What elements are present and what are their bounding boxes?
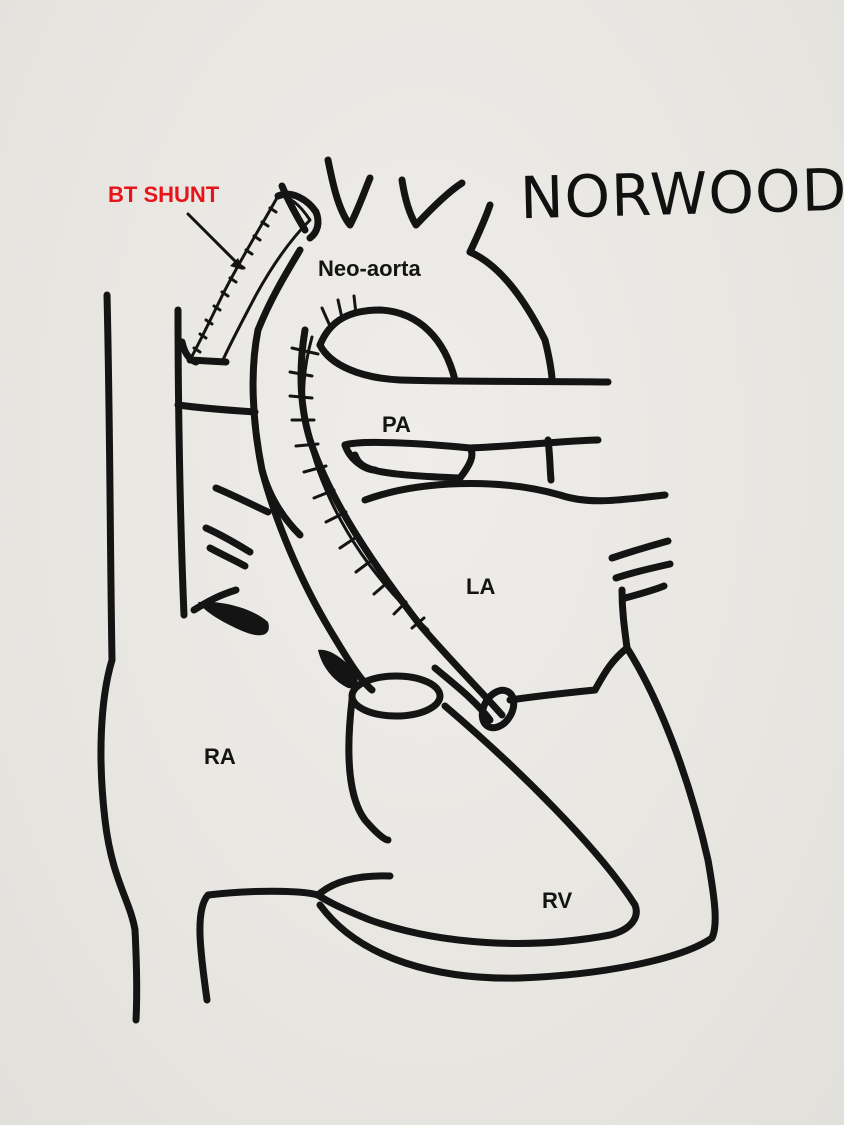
pa-lower-left — [345, 445, 375, 470]
septum-line — [349, 700, 388, 840]
tv-leaflet — [318, 876, 390, 895]
head-vessel-3 — [402, 180, 462, 225]
coronary-line-1 — [216, 488, 268, 512]
label-la: LA — [466, 574, 495, 600]
svc-left-wall — [101, 295, 137, 1020]
head-vessel-2 — [328, 160, 370, 225]
label-bt-shunt: BT SHUNT — [108, 182, 219, 208]
bt-shunt-arrow-line — [188, 214, 240, 266]
bt-shunt-bottom-cap — [190, 360, 226, 362]
bt-shunt-outer — [190, 196, 310, 362]
la-lower-wall — [510, 648, 627, 700]
ra-lower-border — [200, 891, 318, 1000]
leaflet-right — [318, 650, 358, 689]
pulm-vein-2 — [616, 564, 670, 578]
valve-ring — [352, 676, 440, 716]
label-rv: RV — [542, 888, 572, 914]
arch-right-line — [320, 345, 608, 382]
head-vessel-4 — [470, 205, 490, 252]
neo-aorta-outer — [470, 252, 552, 380]
pa-branch-line — [548, 440, 551, 480]
label-ra: RA — [204, 744, 236, 770]
coronary-line-3 — [210, 548, 245, 566]
pulm-vein-3 — [625, 586, 664, 598]
label-pa: PA — [382, 412, 411, 438]
la-upper-wall — [365, 484, 665, 501]
neo-aorta-inner — [320, 310, 455, 380]
pa-lower-wall — [355, 448, 472, 478]
leaflet-left — [198, 602, 269, 636]
svc-right-wall — [178, 310, 184, 615]
connector-line-1 — [178, 405, 255, 412]
diagram-title: NORWOOD — [519, 156, 844, 233]
pulm-vein-1 — [612, 541, 668, 558]
label-neo-aorta: Neo-aorta — [318, 256, 421, 282]
